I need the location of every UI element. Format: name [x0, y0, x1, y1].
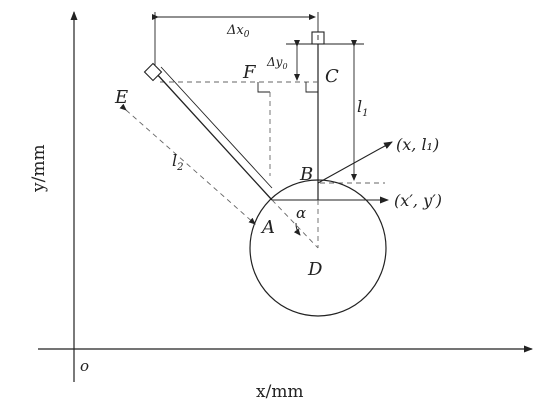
dx0-label: Δx0 [226, 23, 250, 40]
alpha-angle-arc [293, 222, 301, 236]
y-axis-title: y/mm [29, 144, 49, 193]
right-angle-f [257, 82, 270, 93]
l2-label: l2 [172, 151, 184, 173]
point-label-b: B [299, 164, 313, 185]
alpha-label: α [296, 204, 306, 222]
point-label-a: A [260, 217, 275, 238]
l2-dimension-line [119, 103, 256, 225]
target-arrow [317, 141, 393, 184]
arm-end-block [143, 62, 163, 82]
point-label-c: C [325, 66, 339, 87]
x-axis-title: x/mm [256, 382, 304, 402]
slanted-arm [154, 71, 273, 201]
point-label-e: E [114, 87, 128, 108]
dashed-a-to-d [271, 199, 319, 249]
right-angle-c [305, 82, 318, 93]
dy0-label: Δy0 [266, 55, 288, 71]
measured-coord-label: (x′, y′) [394, 191, 442, 210]
rotation-circle [249, 179, 387, 317]
point-label-f: F [242, 62, 257, 83]
target-coord-label: (x, l₁) [396, 135, 439, 154]
point-label-d: D [307, 259, 323, 280]
origin-label: o [80, 357, 89, 375]
l1-label: l1 [357, 97, 369, 119]
